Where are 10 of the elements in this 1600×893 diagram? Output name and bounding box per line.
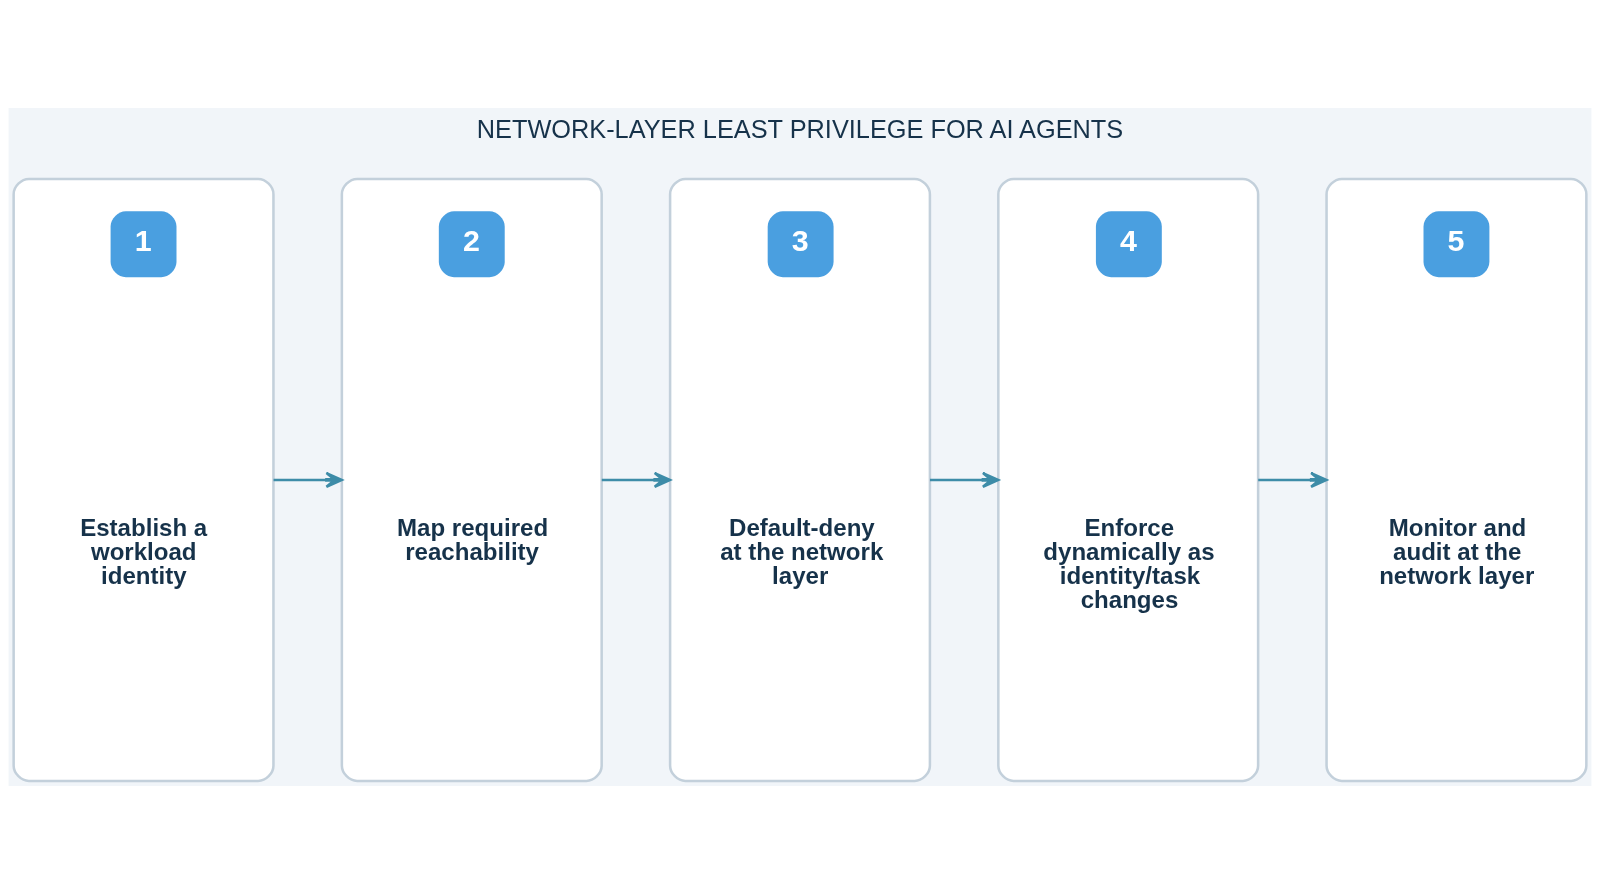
arrow (930, 471, 1000, 488)
node-box: 4 Enforce dynamically as identity/task changes (997, 177, 1260, 782)
arrow (273, 471, 343, 488)
node-box: 1 Establish a workload identity (12, 177, 275, 782)
diagram-title: NETWORK-LAYER LEAST PRIVILEGE FOR AI AGENTS (476, 114, 1124, 143)
node-box: 3 Default-deny at the network layer (668, 177, 932, 782)
arrow (1258, 471, 1328, 488)
node-box: 5 Monitor and audit at the network layer (1325, 177, 1588, 782)
node-box: 2 Map required reachability (340, 177, 603, 782)
arrow (601, 471, 672, 488)
